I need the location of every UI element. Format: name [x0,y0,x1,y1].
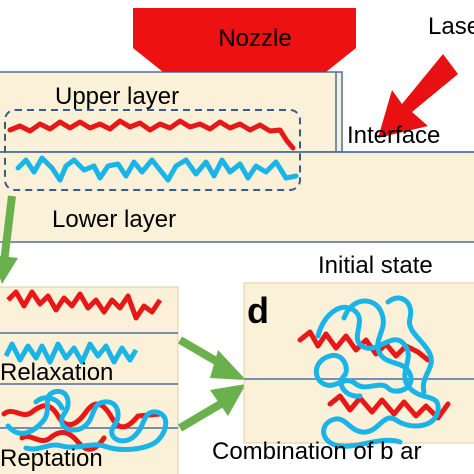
flow-arrow-down [0,195,18,284]
interface-zone-dashed-box [4,109,301,191]
nozzle-shape [133,8,356,72]
initial-state-label: Initial state [318,252,433,279]
lower-left-panel [0,286,179,474]
relaxation-blue-chain [3,341,139,365]
panel-d-entanglement [297,295,451,449]
laser-arrow [378,54,458,138]
relaxation-label: Relaxation [0,359,113,386]
lower-blue-chain [15,155,299,183]
reptation-entanglement [1,388,169,452]
relaxation-red-chain [6,289,163,321]
lower-layer-label: Lower layer [52,206,176,233]
combination-label: Combination of b ar [212,438,421,465]
flow-arrow-reptation-to-d [177,384,246,432]
upper-layer-label: Upper layer [55,83,179,110]
laser-label: Lase [428,13,474,40]
nozzle-label: Nozzle [218,25,291,52]
reptation-label: Reptation [0,445,103,472]
interface-label: Interface [347,122,440,149]
panel-d-letter: d [247,290,269,331]
flow-arrow-relaxation-to-d [177,336,246,380]
upper-red-chain [7,118,296,151]
